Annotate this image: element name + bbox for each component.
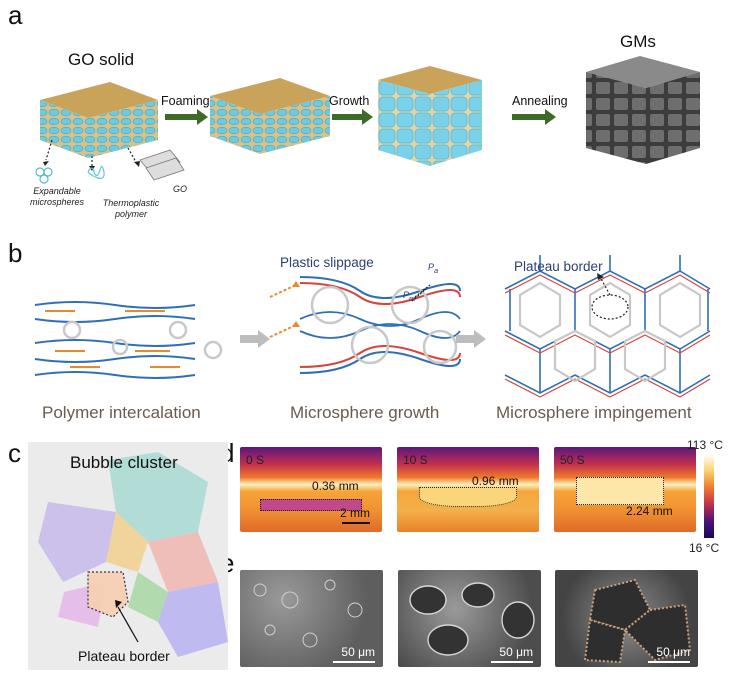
thermal-frame-0s: 0 S [240,447,382,532]
thermoplastic-polymer-label: Thermoplastic polymer [102,198,160,219]
sem-image-2: 50 μm [398,570,541,667]
bubble-cluster-image [28,442,228,670]
annealing-label: Annealing [512,94,568,108]
thickness-0s: 0.36 mm [312,479,359,493]
pressure-a-label: Pa [428,262,439,275]
microsphere-growth-diagram [269,276,461,374]
go-sheet-icon [139,149,185,181]
microsphere-icon [35,167,53,184]
go-solid-title: GO solid [68,50,135,69]
gms-title: GMs [620,32,656,51]
microspheres-label: Expandable microspheres [29,186,85,207]
stage-arrow-2 [456,330,486,348]
plateau-border-marker [591,294,629,320]
go-solid-block [40,82,158,158]
pressure-m-label: Pm [403,290,416,303]
stage-arrow-1 [240,330,270,348]
stage-label-growth: Microsphere growth [290,403,440,422]
panel-label-a: a [8,0,23,30]
thickness-50s: 2.24 mm [626,504,673,518]
sem-1-scale-label: 50 μm [341,645,375,659]
temperature-colorbar [704,454,714,538]
growth-arrow [332,109,373,125]
panel-b-schematic [34,255,711,398]
scale-bar-2mm [342,522,370,524]
thickness-10s: 0.96 mm [472,474,519,488]
go-label: GO [172,184,187,194]
sem-2-scale-label: 50 μm [499,645,533,659]
sem-image-3: 50 μm [555,570,698,667]
polymer-intercalation-diagram [34,301,223,379]
growth-label: Growth [329,94,370,108]
panel-label-b: b [8,238,23,268]
colorbar-max-label: 113 °C [687,438,723,452]
foaming-arrow [165,109,208,125]
component-dotted-arrows [45,139,137,166]
foaming-label: Foaming [161,94,210,108]
foamed-block [210,78,330,154]
polymer-icon [87,165,105,179]
stage-label-impingement: Microsphere impingement [496,403,692,422]
panel-label-c: c [8,438,21,468]
gms-block [586,56,700,164]
panel-a-schematic [35,56,700,184]
sem-image-1: 50 μm [240,570,383,667]
thermal-frame-10s: 10 S [397,447,539,532]
sem-3-scale-label: 50 μm [656,645,690,659]
annealing-arrow [512,109,556,125]
plastic-slippage-label: Plastic slippage [280,255,374,270]
grown-block [378,66,482,166]
thermal-frame-50s: 50 S [554,447,696,532]
colorbar-min-label: 16 °C [689,541,720,555]
scale-bar-2mm-label: 2 mm [340,506,370,520]
microsphere-impingement-diagram [504,255,711,398]
bubble-cluster-title: Bubble cluster [70,453,178,472]
plateau-border-label-c: Plateau border [78,648,170,664]
plateau-border-label-b: Plateau border [514,259,603,274]
stage-label-intercalation: Polymer intercalation [42,403,201,422]
